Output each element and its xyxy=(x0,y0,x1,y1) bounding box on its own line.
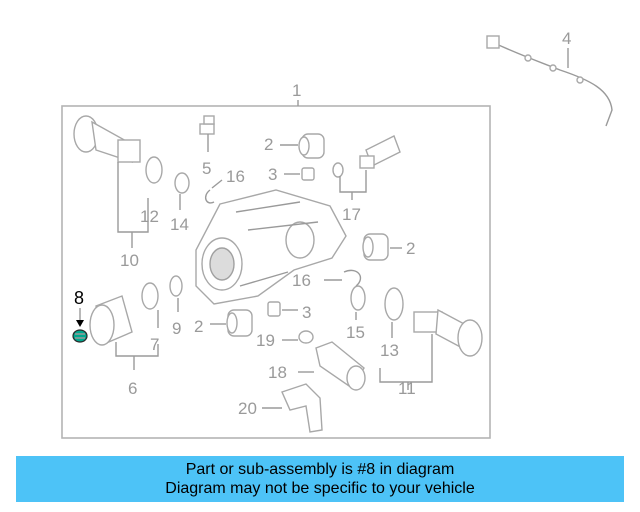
sensor-part-17 xyxy=(332,135,401,178)
clip-part-16-upper xyxy=(204,189,215,204)
callout-3-lower[interactable]: 3 xyxy=(302,303,311,322)
callout-5[interactable]: 5 xyxy=(202,159,211,178)
bushing-part-2-top xyxy=(298,133,325,159)
callout-2-top[interactable]: 2 xyxy=(264,135,273,154)
nut-part-3-lower xyxy=(267,301,281,317)
callout-15[interactable]: 15 xyxy=(346,323,365,342)
ring-part-9 xyxy=(169,275,183,297)
callout-9[interactable]: 9 xyxy=(172,319,181,338)
seal-part-7 xyxy=(141,282,159,310)
bushing-part-2-right xyxy=(362,233,389,261)
clip-part-16-lower xyxy=(343,269,362,287)
nut-part-3-top xyxy=(301,167,315,181)
seal-part-15 xyxy=(350,285,366,311)
axle-flange-part-11 xyxy=(413,308,483,357)
callout-16-lower[interactable]: 16 xyxy=(292,271,311,290)
axle-flange-part-10 xyxy=(73,115,141,164)
callout-2-lower[interactable]: 2 xyxy=(194,317,203,336)
parts-diagram: 1 4 10 12 14 5 16 2 3 xyxy=(61,29,613,439)
callout-7[interactable]: 7 xyxy=(150,335,159,354)
banner-line-disclaimer: Diagram may not be specific to your vehi… xyxy=(165,480,475,497)
info-banner: Part or sub-assembly is #8 in diagram Di… xyxy=(16,456,624,502)
callout-1[interactable]: 1 xyxy=(292,81,301,100)
differential-housing xyxy=(195,189,347,305)
callout-14[interactable]: 14 xyxy=(170,215,189,234)
callout-4[interactable]: 4 xyxy=(562,29,571,48)
bracket-part-20 xyxy=(281,383,323,433)
callout-2-right[interactable]: 2 xyxy=(406,239,415,258)
callout-8[interactable]: 8 xyxy=(74,288,84,308)
ring-part-14 xyxy=(174,172,190,194)
callout-17[interactable]: 17 xyxy=(342,205,361,224)
seal-part-13 xyxy=(384,287,404,321)
seal-part-12 xyxy=(145,156,163,184)
assembly-frame xyxy=(61,105,491,439)
callout-13[interactable]: 13 xyxy=(380,341,399,360)
callout-19[interactable]: 19 xyxy=(256,331,275,350)
callout-18[interactable]: 18 xyxy=(268,363,287,382)
bushing-part-2-lower xyxy=(226,309,253,337)
callout-20[interactable]: 20 xyxy=(238,399,257,418)
wiring-harness-part-4 xyxy=(486,35,613,127)
banner-line-part-reference: Part or sub-assembly is #8 in diagram xyxy=(185,461,455,478)
callout-3-top[interactable]: 3 xyxy=(268,165,277,184)
callout-11[interactable]: 11 xyxy=(398,379,416,398)
highlighted-part-8[interactable] xyxy=(72,329,88,343)
callout-6[interactable]: 6 xyxy=(128,379,137,398)
callout-16-upper[interactable]: 16 xyxy=(226,167,245,186)
callout-10[interactable]: 10 xyxy=(120,251,139,270)
callout-12[interactable]: 12 xyxy=(140,207,159,226)
actuator-part-18 xyxy=(315,341,366,391)
o-ring-part-19 xyxy=(298,330,314,344)
flange-part-6 xyxy=(89,295,133,346)
bolt-part-5 xyxy=(199,115,215,152)
